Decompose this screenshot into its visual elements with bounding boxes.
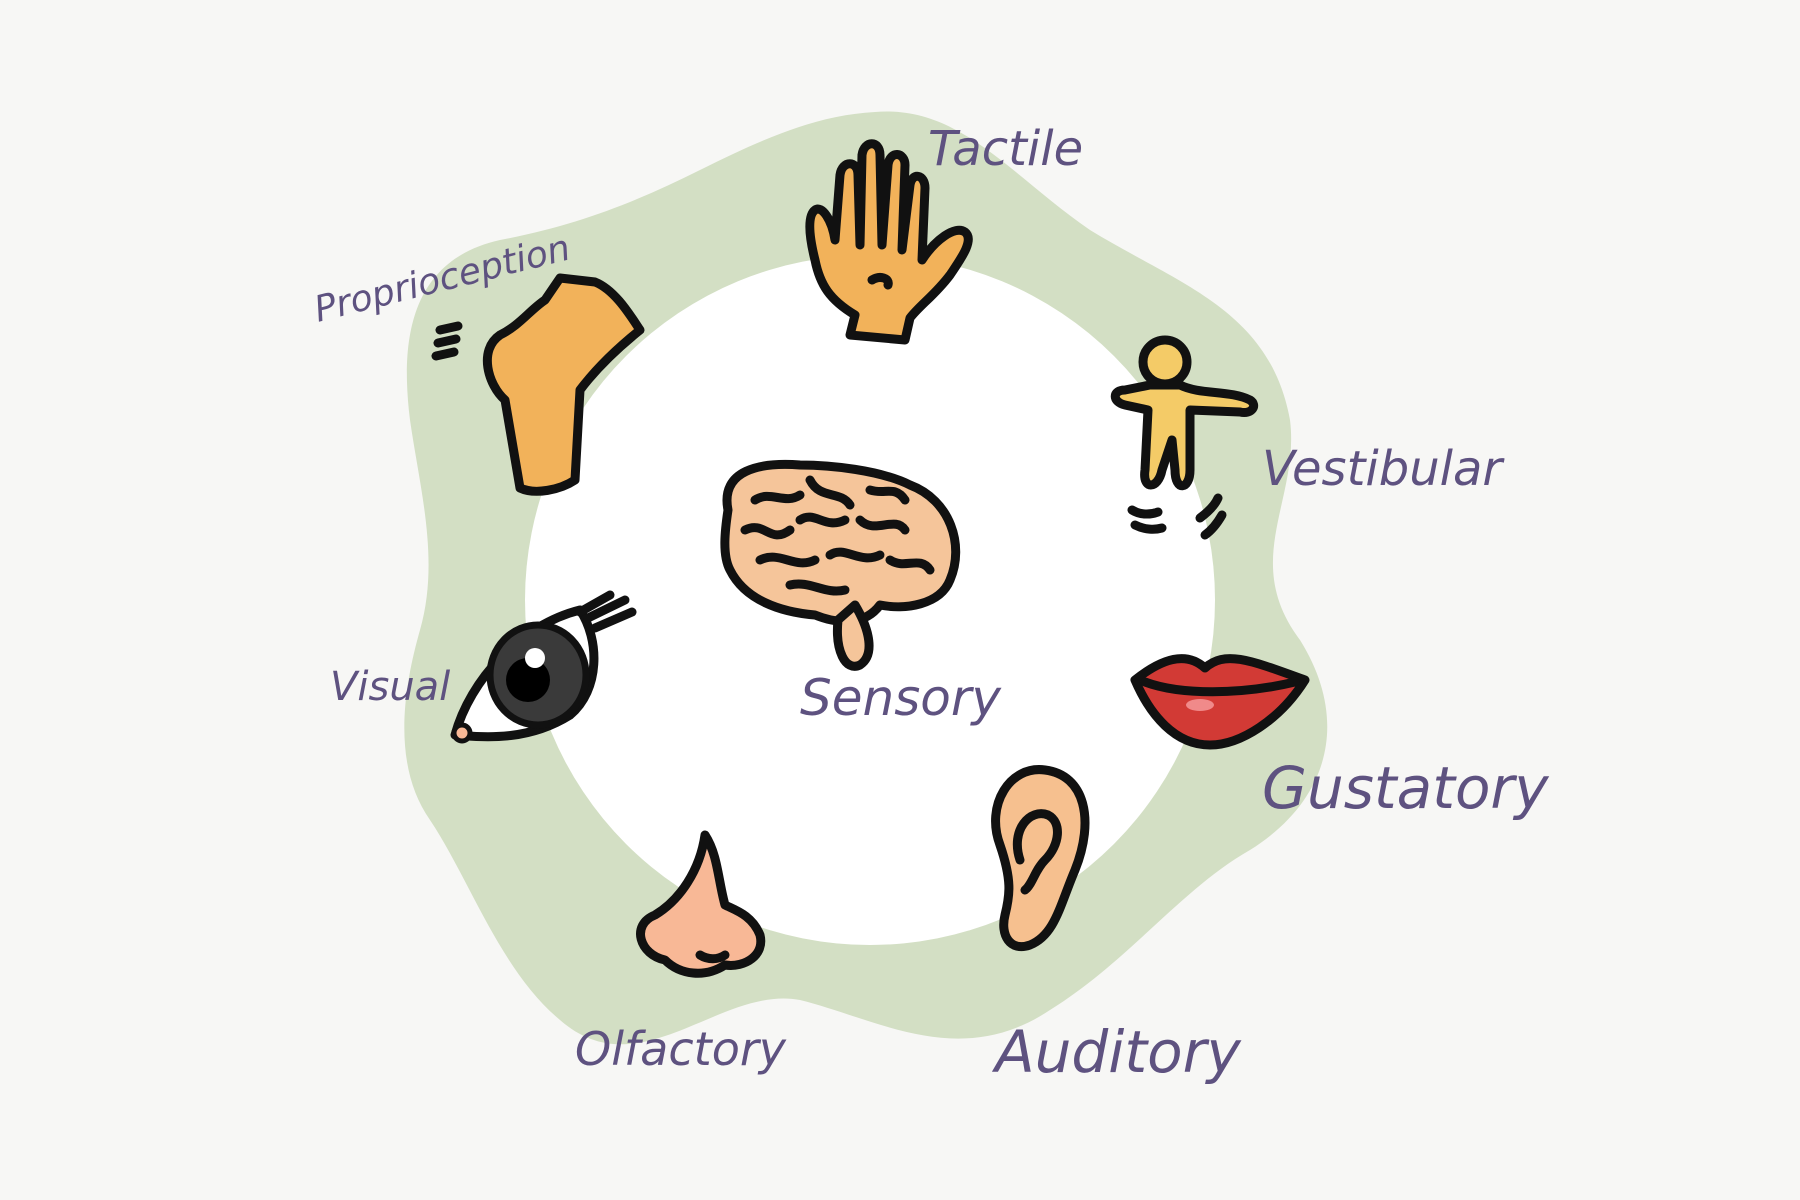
- label-auditory: Auditory: [991, 1018, 1241, 1086]
- label-olfactory: Olfactory: [575, 1022, 787, 1076]
- label-vestibular: Vestibular: [1262, 441, 1505, 497]
- label-visual: Visual: [330, 664, 450, 710]
- label-sensory: Sensory: [800, 669, 1002, 727]
- label-gustatory: Gustatory: [1262, 754, 1549, 822]
- label-tactile: Tactile: [928, 121, 1083, 177]
